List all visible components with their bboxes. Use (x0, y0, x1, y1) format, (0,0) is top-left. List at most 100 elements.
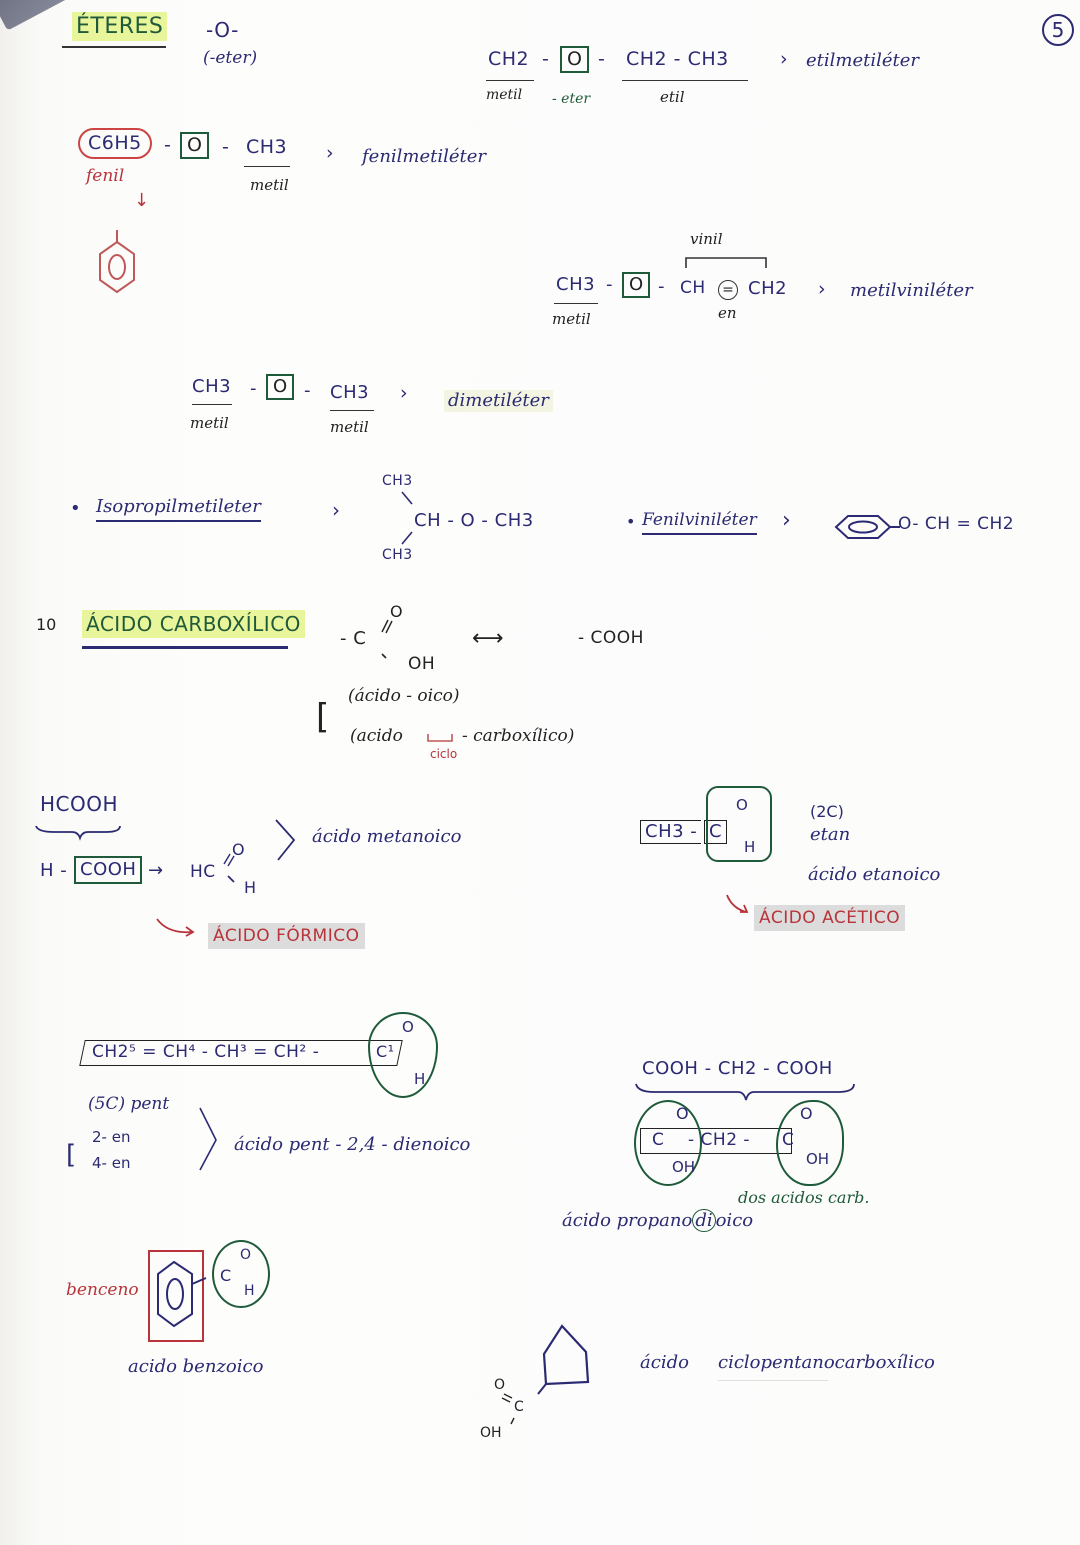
curved-arrow-red-icon (156, 918, 195, 937)
propanodioico-name-di: di (692, 1209, 716, 1232)
acetico-common: ÁCIDO ACÉTICO (754, 905, 906, 931)
ciclo-o: O (494, 1377, 506, 1393)
pentadienoico-functional-circle (368, 1012, 438, 1098)
pentadienoico-o: O (402, 1018, 414, 1036)
acetico-functional-circle (706, 786, 772, 862)
benzoico-c: C (220, 1266, 232, 1285)
ciclo-label: ciclo (430, 747, 458, 761)
dimetil-left: CH3 (192, 376, 232, 397)
underbrace (244, 166, 290, 167)
title-underline (82, 646, 288, 649)
ciclo-name-a: ácido (640, 1352, 689, 1373)
dash: - (606, 274, 613, 295)
formico-bonds (223, 853, 235, 883)
arrow-gt: › (780, 48, 788, 70)
benzene-ring-red-icon (99, 230, 135, 294)
propanodioico-o2: O (800, 1104, 813, 1123)
fenil-circle: C6H5 (78, 128, 152, 159)
propanodioico-formula: COOH - CH2 - COOH (642, 1058, 833, 1079)
formico-common-text: ÁCIDO FÓRMICO (208, 923, 365, 949)
en-position-1: 2- en (92, 1128, 131, 1146)
formico-iupac: ácido metanoico (312, 826, 462, 847)
isopropil-main: CH - O - CH3 (414, 510, 534, 531)
fenilmetil-right: CH3 (246, 136, 288, 158)
dash: - (542, 48, 549, 70)
metilvinil-ch: CH (680, 278, 706, 298)
arrow-gt: › (332, 498, 340, 522)
arrow-gt: › (400, 382, 408, 404)
dimetil-oxygen-box: O (266, 374, 295, 400)
benzoico-functional-circle (212, 1240, 270, 1308)
rule-carboxilico-b: - carboxílico) (462, 726, 575, 746)
acetico-c: C (704, 820, 728, 844)
arrow-gt: › (782, 508, 791, 533)
dimetil-right-label: metil (330, 418, 369, 436)
rule-oico: (ácido - oico) (348, 686, 460, 706)
benzoico-o: O (240, 1247, 252, 1263)
down-arrow-icon: ↓ (134, 190, 150, 211)
etilmetil-right-label: etil (660, 88, 685, 106)
curly-brace-icon (635, 1083, 855, 1101)
dash: - (598, 48, 605, 70)
acetico-h: H (744, 838, 756, 856)
en-position-2: 4- en (92, 1154, 131, 1172)
underbrace (554, 303, 598, 304)
underbrace (486, 80, 534, 81)
double-bond-circle: = (718, 280, 738, 300)
metilvinil-ch2: CH2 (748, 278, 788, 299)
acetico-carbons: (2C) (810, 802, 844, 821)
isopropil-bottom: CH3 (382, 547, 413, 563)
acetico-common-text: ÁCIDO ACÉTICO (754, 905, 906, 931)
arrow-gt: › (818, 278, 826, 300)
ciclo-placeholder (427, 734, 453, 742)
fenilmetil-name: fenilmetiléter (362, 146, 487, 167)
formico-h2: H (244, 878, 257, 897)
propanodioico-name-b: oico (715, 1210, 754, 1231)
propanodioico-middle: - CH2 - (688, 1130, 751, 1150)
ciclo-oh: OH (480, 1425, 502, 1441)
propanodioico-oh2: OH (806, 1150, 830, 1168)
en-label: en (718, 304, 737, 322)
right-arrow-icon: → (148, 860, 164, 881)
acetico-iupac: ácido etanoico (808, 864, 941, 885)
dash: - (250, 378, 257, 399)
section-number: 10 (36, 615, 57, 634)
bracket-icon: [ (316, 697, 330, 737)
fenil-label: fenil (86, 166, 125, 186)
metilvinil-left-label: metil (552, 310, 591, 328)
propanodioico-c1: C (652, 1130, 665, 1150)
dash: - (304, 380, 311, 401)
carboxyl-oh: OH (408, 654, 436, 674)
etilmetil-left-label: metil (486, 87, 523, 103)
acido-title-text: ÁCIDO CARBOXÍLICO (82, 610, 305, 638)
fenilvinil-formula: O- CH = CH2 (898, 514, 1015, 534)
brace-icon (199, 1107, 217, 1171)
dash: - (164, 134, 171, 156)
faint-underline (718, 1380, 828, 1381)
isopropil-top: CH3 (382, 473, 413, 489)
brace-icon (275, 819, 296, 861)
isopropil-name: Isopropilmetileter (96, 498, 261, 522)
page-number: 5 (1042, 14, 1074, 46)
propanodioico-note: dos acidos carb. (738, 1188, 870, 1207)
formico-h: H - (40, 860, 68, 881)
arrow-gt: › (326, 142, 334, 164)
pentadienoico-name: ácido pent - 2,4 - dienoico (234, 1134, 471, 1155)
dash: - (658, 276, 665, 297)
formico-formula: HCOOH (40, 792, 119, 816)
section-title-eteres: ÉTERES (72, 12, 168, 41)
etilmetil-name: etilmetiléter (806, 50, 920, 71)
section-title-acido: ÁCIDO CARBOXÍLICO (82, 610, 305, 638)
ciclo-name-b: ciclopentanocarboxílico (718, 1352, 935, 1373)
formico-o: O (232, 840, 245, 859)
benzoico-h: H (244, 1283, 255, 1299)
propanodioico-o1: O (676, 1104, 689, 1123)
formico-cooh-box: COOH (74, 856, 143, 884)
propanodioico-oh1: OH (672, 1158, 696, 1176)
dimetil-left-label: metil (190, 414, 229, 432)
dimetil-right: CH3 (330, 382, 370, 403)
etilmetil-left: CH2 (488, 48, 530, 70)
formico-hc: HC (190, 862, 216, 882)
vinil-label: vinil (690, 230, 723, 248)
fenilmetil-right-label: metil (250, 176, 289, 194)
